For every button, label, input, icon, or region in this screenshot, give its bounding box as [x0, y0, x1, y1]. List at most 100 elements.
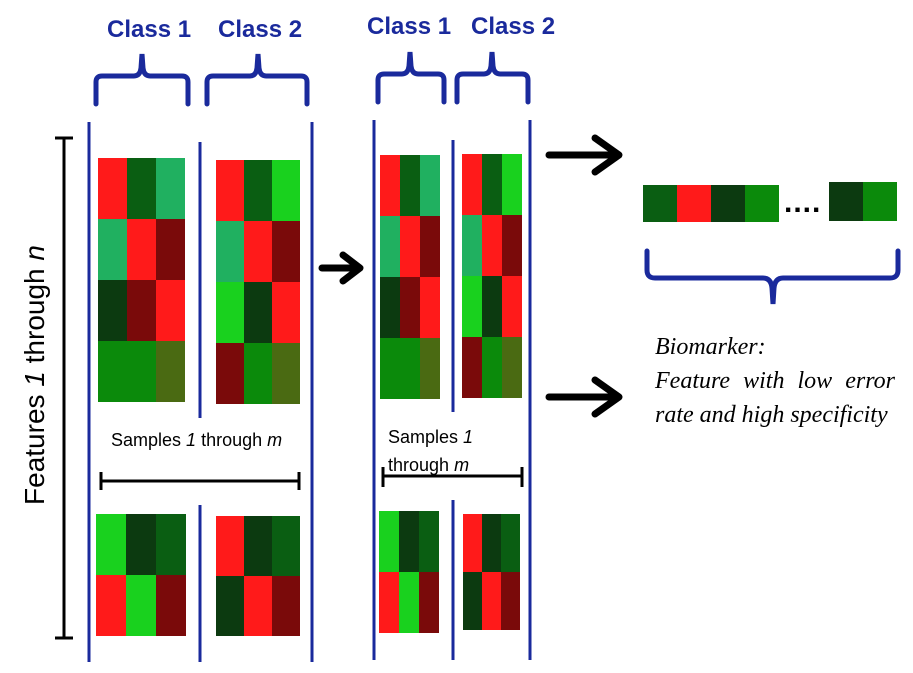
heatmap-cell — [502, 215, 522, 276]
heatmap-cell — [482, 276, 502, 337]
heatmap-cell — [272, 160, 300, 221]
heatmap-cell — [745, 185, 779, 222]
heatmap-cell — [272, 343, 300, 404]
heatmap-cell — [244, 221, 272, 282]
heatmap-cell — [379, 511, 399, 572]
heatmap-cell — [216, 221, 244, 282]
heatmap-cell — [420, 216, 440, 277]
class2-brace-block2 — [454, 51, 531, 105]
heatmap-block1-class1-top — [98, 158, 185, 402]
heatmap-cell — [462, 276, 482, 337]
heatmap-cell — [216, 282, 244, 343]
heatmap-cell — [216, 160, 244, 221]
heatmap-cell — [156, 280, 185, 341]
heatmap-cell — [156, 575, 186, 636]
heatmap-cell — [400, 338, 420, 399]
class-label-block2-class2: Class 2 — [471, 13, 556, 40]
heatmap-block1-class1-bottom — [96, 514, 186, 636]
biomarker-title: Biomarker: — [655, 334, 766, 360]
heatmap-block1-class2-bottom — [216, 516, 300, 636]
heatmap-cell — [379, 572, 399, 633]
heatmap-cell — [420, 155, 440, 216]
heatmap-cell — [482, 337, 502, 398]
features-label: Features 1 through n — [19, 245, 50, 505]
heatmap-cell — [98, 158, 127, 219]
heatmap-cell — [272, 282, 300, 343]
heatmap-cell — [711, 185, 745, 222]
heatmap-cell — [420, 277, 440, 338]
heatmap-cell — [463, 572, 482, 630]
arrow-right-icon — [318, 251, 364, 285]
heatmap-cell — [98, 280, 127, 341]
heatmap-cell — [216, 516, 244, 576]
heatmap-cell — [677, 185, 711, 222]
heatmap-cell — [420, 338, 440, 399]
heatmap-cell — [829, 182, 863, 221]
heatmap-cell — [98, 341, 127, 402]
heatmap-cell — [216, 343, 244, 404]
heatmap-cell — [156, 219, 185, 280]
class-label-block1-class1: Class 1 — [107, 16, 192, 43]
heatmap-cell — [272, 221, 300, 282]
heatmap-cell — [216, 576, 244, 636]
biomarker-feature-strip-right — [829, 182, 897, 221]
heatmap-cell — [482, 154, 502, 215]
class-label-block2-class1: Class 1 — [367, 13, 452, 40]
heatmap-cell — [126, 514, 156, 575]
heatmap-cell — [501, 514, 520, 572]
heatmap-block1-class2-top — [216, 160, 300, 404]
heatmap-cell — [482, 572, 501, 630]
class1-brace-block2 — [375, 51, 447, 105]
arrow-right-icon — [545, 376, 623, 418]
heatmap-cell — [127, 341, 156, 402]
heatmap-cell — [400, 155, 420, 216]
heatmap-cell — [244, 576, 272, 636]
biomarker-description: Biomarker: Feature with low error rate a… — [655, 330, 895, 432]
class2-brace-block1 — [204, 53, 310, 107]
heatmap-cell — [501, 572, 520, 630]
heatmap-cell — [502, 337, 522, 398]
samples-label-block1: Samples 1 through m — [111, 430, 283, 450]
heatmap-cell — [643, 185, 677, 222]
heatmap-cell — [462, 215, 482, 276]
heatmap-cell — [482, 215, 502, 276]
biomarker-brace — [644, 248, 901, 305]
heatmap-cell — [127, 158, 156, 219]
arrow-right-icon — [545, 134, 623, 176]
heatmap-cell — [127, 280, 156, 341]
heatmap-cell — [156, 341, 185, 402]
heatmap-cell — [380, 338, 400, 399]
heatmap-cell — [156, 514, 186, 575]
heatmap-cell — [127, 219, 156, 280]
samples-label-block2: Samples 1 through m — [388, 427, 474, 475]
heatmap-cell — [244, 516, 272, 576]
biomarker-feature-strip-left — [643, 185, 779, 222]
heatmap-cell — [126, 575, 156, 636]
heatmap-cell — [462, 154, 482, 215]
heatmap-block2-class2-bottom — [463, 514, 520, 630]
heatmap-cell — [463, 514, 482, 572]
heatmap-block2-class1-bottom — [379, 511, 439, 633]
heatmap-cell — [482, 514, 501, 572]
heatmap-cell — [399, 572, 419, 633]
heatmap-cell — [863, 182, 897, 221]
heatmap-cell — [502, 154, 522, 215]
ellipsis: .... — [784, 186, 822, 219]
heatmap-cell — [272, 576, 300, 636]
heatmap-cell — [380, 216, 400, 277]
biomarker-body: Feature with low error rate and high spe… — [655, 368, 895, 428]
heatmap-cell — [380, 277, 400, 338]
heatmap-cell — [96, 514, 126, 575]
heatmap-block2-class1-top — [380, 155, 440, 399]
heatmap-cell — [502, 276, 522, 337]
heatmap-cell — [272, 516, 300, 576]
heatmap-cell — [156, 158, 185, 219]
heatmap-cell — [244, 282, 272, 343]
heatmap-cell — [96, 575, 126, 636]
heatmap-block2-class2-top — [462, 154, 522, 398]
heatmap-cell — [244, 160, 272, 221]
class1-brace-block1 — [93, 53, 191, 107]
heatmap-cell — [399, 511, 419, 572]
